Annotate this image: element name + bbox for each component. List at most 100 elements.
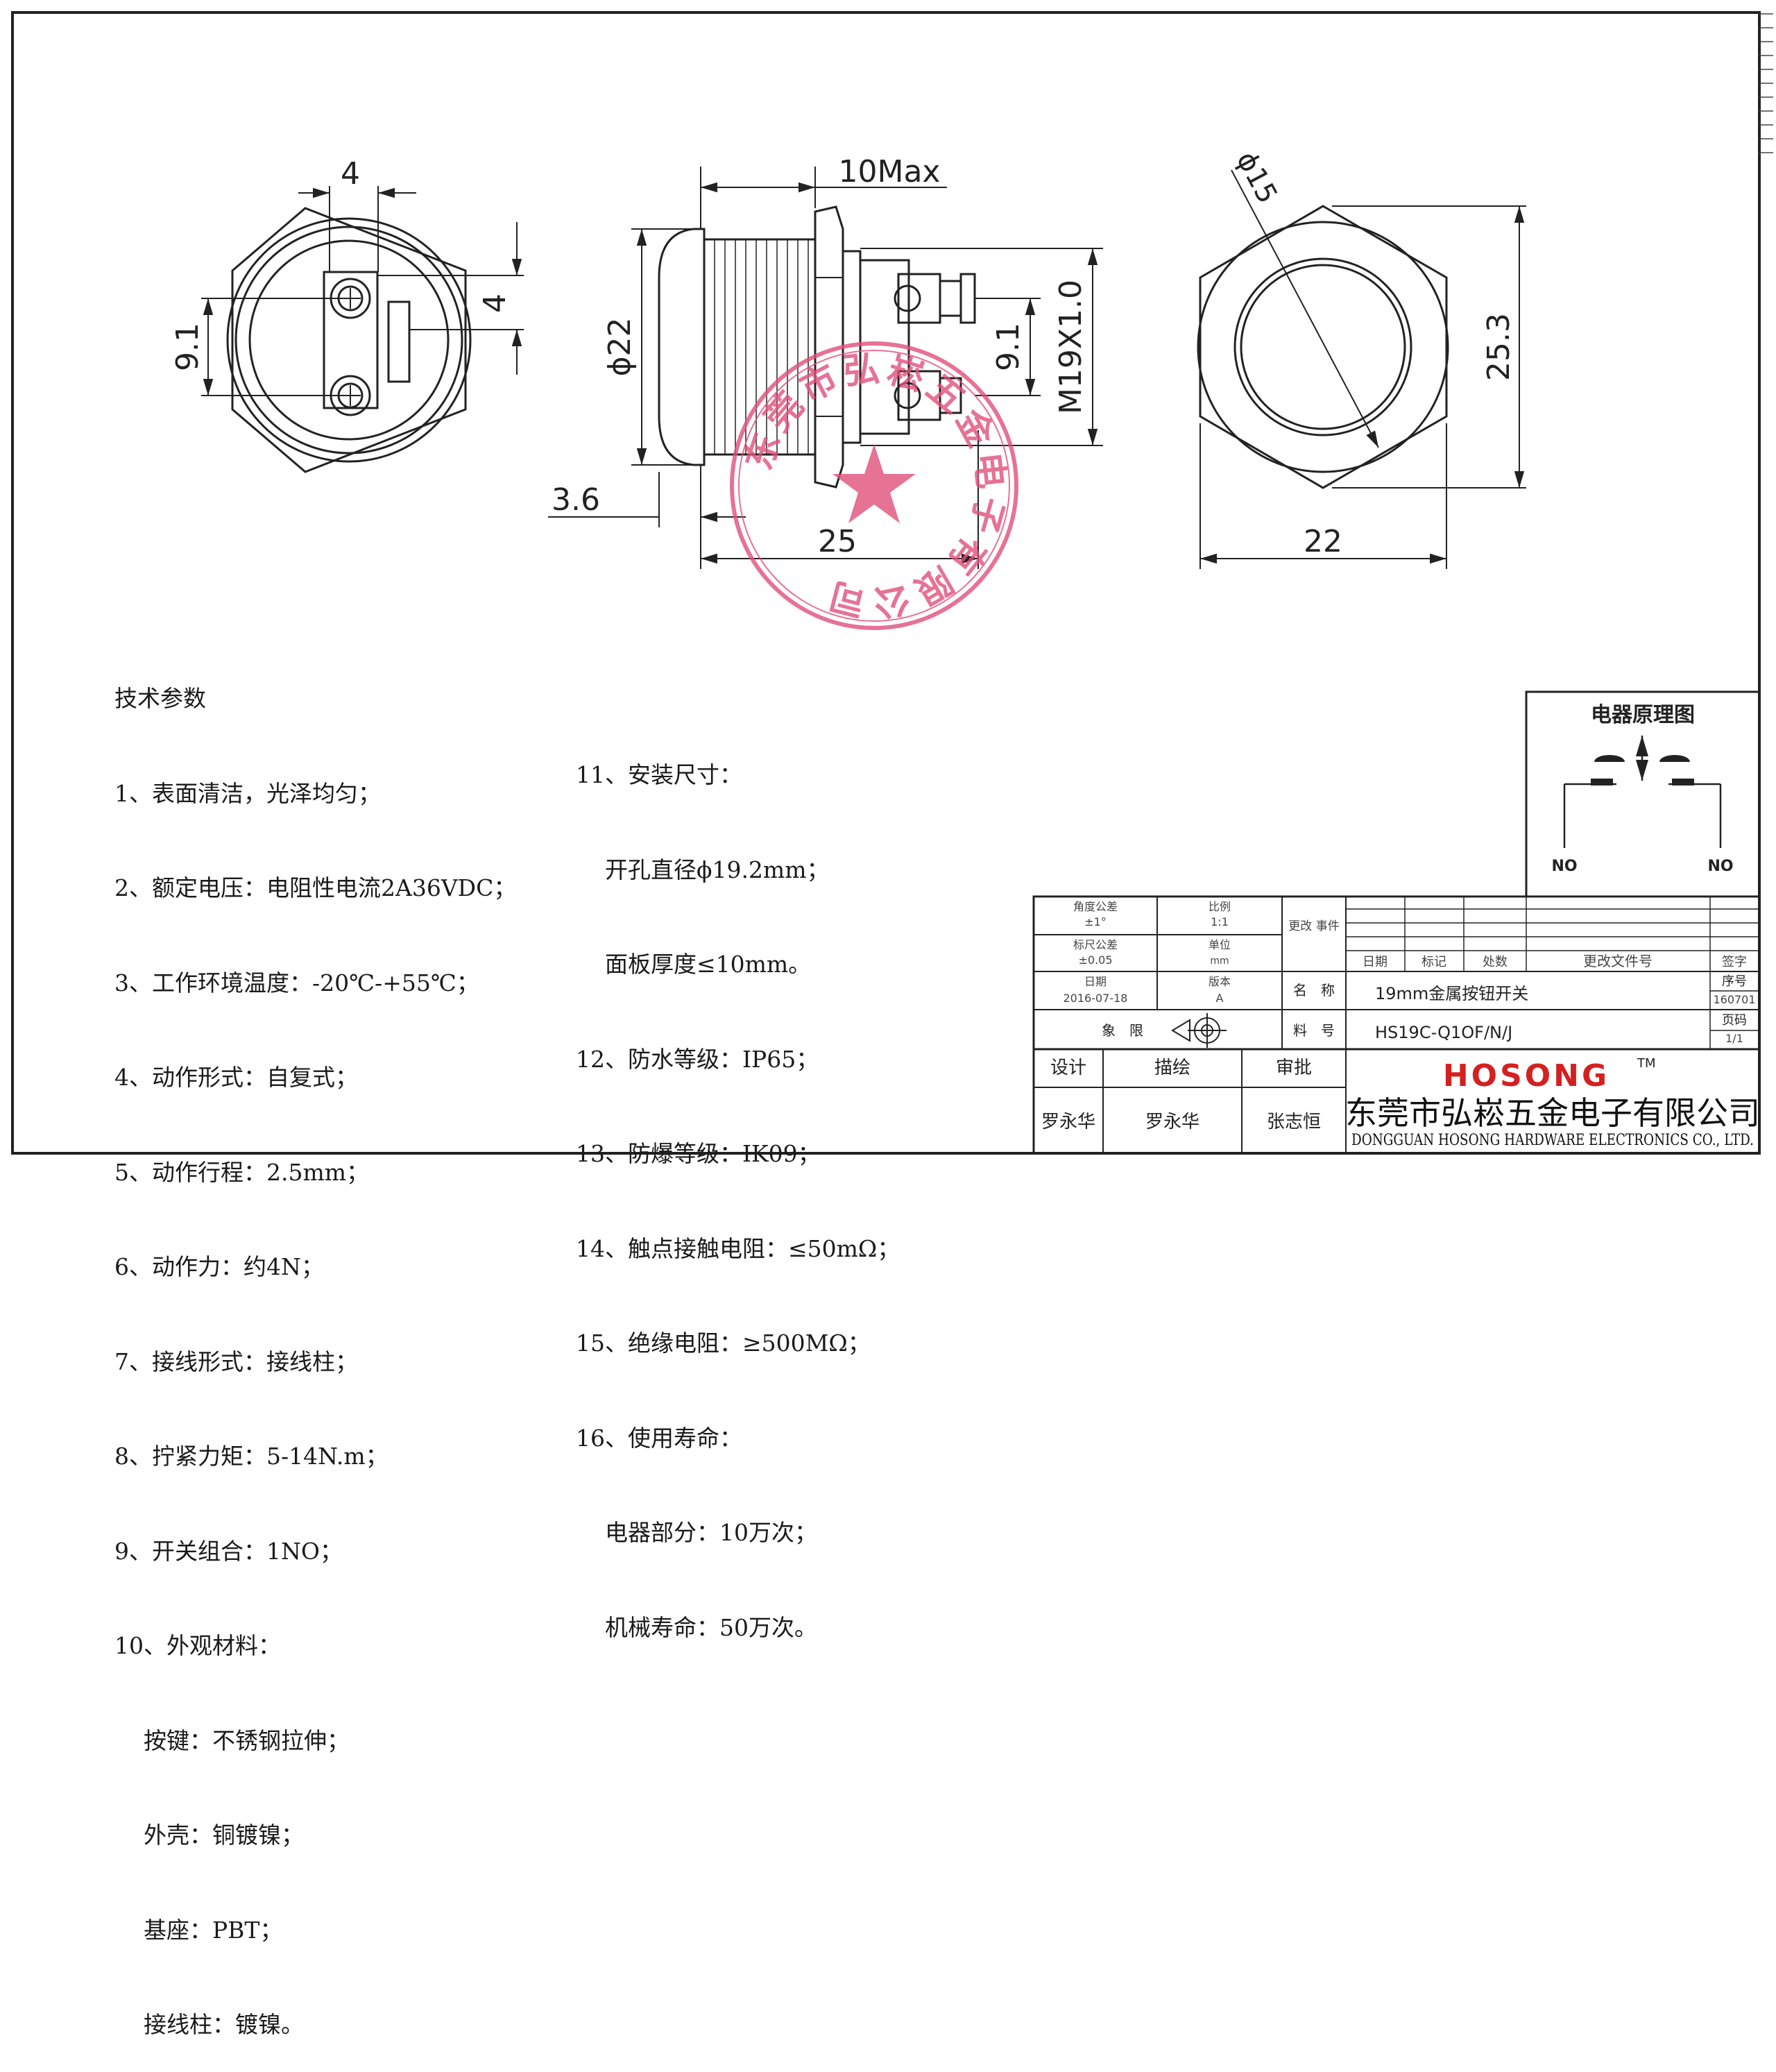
brand-logo: HOSONG	[1443, 1058, 1610, 1094]
company-name-en: DONGGUAN HOSONG HARDWARE ELECTRONICS CO.…	[1351, 1132, 1754, 1149]
tech-line: 13、防爆等级：IK09；	[576, 1140, 821, 1167]
tech-line: 1、表面清洁，光泽均匀；	[114, 779, 381, 807]
dim-side-max-length: 10Max	[839, 154, 941, 189]
tb-rev-sign: 签字	[1722, 955, 1747, 969]
dim-side-length: 25	[818, 524, 857, 559]
tb-part-value: HS19C-Q1OF/N/J	[1375, 1023, 1512, 1042]
page-border	[11, 11, 1761, 1155]
tb-seq-value: 160701	[1713, 993, 1755, 1006]
projection-symbol-icon	[1171, 1013, 1227, 1048]
tb-rev-count: 处数	[1483, 955, 1508, 969]
tb-unit-value: mm	[1210, 956, 1229, 967]
title-block	[1032, 895, 1761, 1155]
tech-line: 机械寿命：50万次。	[576, 1613, 817, 1641]
tech-line: 2、额定电压：电阻性电流2A36VDC；	[114, 874, 517, 901]
schematic-box	[1525, 690, 1761, 898]
tb-angle-tol-value: ±1°	[1084, 915, 1107, 928]
rear-outer-ring	[226, 217, 472, 463]
schematic-title: 电器原理图	[1591, 703, 1695, 727]
tb-size-tol-value: ±0.05	[1078, 953, 1112, 967]
tb-version-value: A	[1216, 992, 1224, 1005]
dim-side-head-height: 3.6	[552, 482, 600, 518]
tb-part-label: 料 号	[1293, 1022, 1335, 1039]
tb-rev-date: 日期	[1363, 955, 1388, 969]
tech-line: 电器部分：10万次；	[576, 1519, 817, 1546]
tb-scale-label: 比例	[1209, 900, 1231, 913]
brand-tm: TM	[1637, 1056, 1656, 1071]
dim-side-terminal-spacing: 9.1	[991, 323, 1026, 371]
rear-hex-nut	[231, 207, 467, 473]
tb-seq-label: 序号	[1722, 974, 1747, 989]
tb-date-value: 2016-07-18	[1064, 992, 1128, 1005]
tb-version-label: 版本	[1209, 975, 1231, 988]
tb-angle-tol-label: 角度公差	[1073, 900, 1118, 913]
tb-size-tol-label: 标尺公差	[1073, 938, 1118, 951]
tb-projection-label: 象 限	[1102, 1022, 1143, 1039]
side-view	[658, 205, 976, 489]
schematic-label-left: NO	[1551, 858, 1577, 875]
schematic-contact-right	[1659, 755, 1690, 762]
tech-line: 12、防水等级：IP65；	[576, 1045, 819, 1073]
tech-params-right: 11、安装尺寸： 开孔直径ϕ19.2mm； 面板厚度≤10mm。 12、防水等级…	[576, 696, 900, 1675]
tb-rev-doc: 更改文件号	[1583, 953, 1653, 969]
side-button-head	[658, 228, 706, 466]
tech-line: 6、动作力：约4N；	[114, 1253, 324, 1280]
tech-line: 9、开关组合：1NO；	[114, 1537, 343, 1565]
tb-date-label: 日期	[1084, 975, 1107, 988]
tb-designer: 罗永华	[1041, 1112, 1095, 1132]
tb-drafter: 罗永华	[1145, 1112, 1199, 1132]
tech-params-left: 技术参数 1、表面清洁，光泽均匀； 2、额定电压：电阻性电流2A36VDC； 3…	[114, 620, 516, 2072]
schematic-label-right: NO	[1707, 858, 1733, 875]
rear-dimensions	[201, 186, 524, 396]
tb-unit-label: 单位	[1209, 938, 1231, 951]
dim-left-spacing: 9.1	[170, 323, 205, 371]
tb-design-label: 设计	[1050, 1058, 1086, 1078]
dim-right-diameter: ϕ15	[1230, 146, 1283, 209]
tb-review-label: 审批	[1276, 1058, 1312, 1078]
tb-draw-label: 描绘	[1154, 1058, 1190, 1078]
dim-side-diameter: ϕ22	[602, 317, 638, 376]
schematic-contact-left	[1594, 755, 1625, 762]
company-seal: 东莞市弘崧五金电子有限公司	[730, 341, 1018, 630]
tb-name-value: 19mm金属按钮开关	[1375, 984, 1528, 1003]
tech-line: 3、工作环境温度：-20℃-+55℃；	[114, 969, 479, 996]
tb-rev-mark: 标记	[1421, 955, 1446, 969]
tb-reviewer: 张志恒	[1267, 1112, 1321, 1132]
dim-right-width: 22	[1304, 524, 1342, 559]
dim-side-thread: M19X1.0	[1053, 280, 1088, 414]
dim-right-height: 25.3	[1481, 313, 1517, 381]
tech-line: 开孔直径ϕ19.2mm；	[576, 856, 830, 883]
tech-line: 外壳：铜镀镍；	[114, 1822, 304, 1849]
side-dimensions	[548, 167, 1103, 569]
right-edge-ticks	[1759, 13, 1773, 153]
tb-page-value: 1/1	[1725, 1032, 1743, 1045]
tb-name-label: 名 称	[1293, 982, 1335, 999]
tech-line: 11、安装尺寸：	[576, 761, 742, 788]
tech-line: 7、接线形式：接线柱；	[114, 1348, 358, 1375]
front-view	[1197, 205, 1449, 489]
front-button-ring	[1233, 257, 1412, 436]
tb-page-label: 页码	[1722, 1013, 1747, 1028]
tech-line: 8、拧紧力矩：5-14N.m；	[114, 1443, 388, 1470]
technical-drawing: 4 4 9.1	[11, 11, 1773, 1155]
tech-line: 面板厚度≤10mm。	[576, 951, 812, 978]
side-hex-nut	[814, 205, 844, 489]
tech-params-heading: 技术参数	[114, 685, 206, 712]
rear-slot	[387, 300, 411, 383]
dim-left-top-width: 4	[341, 156, 360, 192]
tech-line: 16、使用寿命：	[576, 1424, 742, 1452]
tech-line: 基座：PBT；	[114, 1916, 283, 1944]
front-dimensions	[1199, 169, 1526, 569]
front-hex-nut	[1199, 205, 1448, 489]
tech-line: 接线柱：镀镍。	[114, 2011, 304, 2038]
tech-line: 14、触点接触电阻：≤50mΩ；	[576, 1234, 900, 1262]
company-name-cn: 东莞市弘崧五金电子有限公司	[1345, 1094, 1760, 1132]
tech-line: 15、绝缘电阻：≥500MΩ；	[576, 1330, 871, 1357]
tech-line: 4、动作形式：自复式；	[114, 1064, 358, 1091]
tb-change-label: 更改 事件	[1288, 919, 1339, 933]
tech-line: 按键：不锈钢拉伸；	[114, 1726, 350, 1754]
tech-line: 5、动作行程：2.5mm；	[114, 1158, 370, 1186]
tb-scale-value: 1:1	[1211, 915, 1229, 928]
rear-view	[226, 207, 472, 473]
dim-left-side-height: 4	[477, 294, 513, 313]
